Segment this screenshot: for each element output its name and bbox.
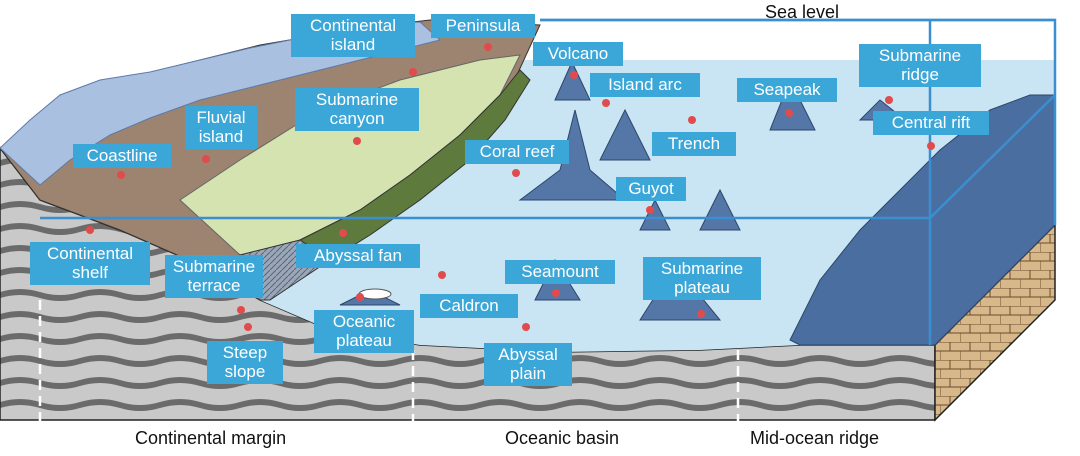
label-volcano: Volcano <box>533 42 623 66</box>
label-guyot: Guyot <box>616 177 686 201</box>
label-seamount: Seamount <box>505 260 615 284</box>
label-peninsula: Peninsula <box>431 14 535 38</box>
label-island-arc: Island arc <box>590 73 700 97</box>
label-continental-shelf: Continental shelf <box>30 242 150 285</box>
label-seapeak: Seapeak <box>737 78 837 102</box>
label-submarine-canyon: Submarine canyon <box>295 88 419 131</box>
label-submarine-plateau: Submarine plateau <box>643 257 761 300</box>
coastal-mountains <box>0 21 442 186</box>
label-abyssal-plain: Abyssal plain <box>484 343 572 386</box>
label-coastline: Coastline <box>73 144 171 168</box>
sea-level-label: Sea level <box>765 2 840 22</box>
label-coral-reef: Coral reef <box>465 140 569 164</box>
region-mid-ocean-ridge: Mid-ocean ridge <box>750 428 880 448</box>
label-caldron: Caldron <box>420 294 518 318</box>
label-continental-island: Continental island <box>291 14 415 57</box>
label-central-rift: Central rift <box>873 111 989 135</box>
label-abyssal-fan: Abyssal fan <box>296 244 420 268</box>
label-trench: Trench <box>652 132 736 156</box>
feature-markers <box>86 43 935 331</box>
label-submarine-ridge: Submarine ridge <box>859 44 981 87</box>
mid-ocean-ridge-mountains <box>789 94 1056 346</box>
region-continental-margin: Continental margin <box>135 428 287 448</box>
label-fluvial-island: Fluvial island <box>185 106 257 149</box>
shelf-dark-green <box>299 69 531 261</box>
region-dividers <box>38 300 740 430</box>
label-oceanic-plateau: Oceanic plateau <box>314 310 414 353</box>
region-oceanic-basin: Oceanic basin <box>505 428 620 448</box>
label-steep-slope: Steep slope <box>207 341 283 384</box>
label-submarine-terrace: Submarine terrace <box>165 255 263 298</box>
